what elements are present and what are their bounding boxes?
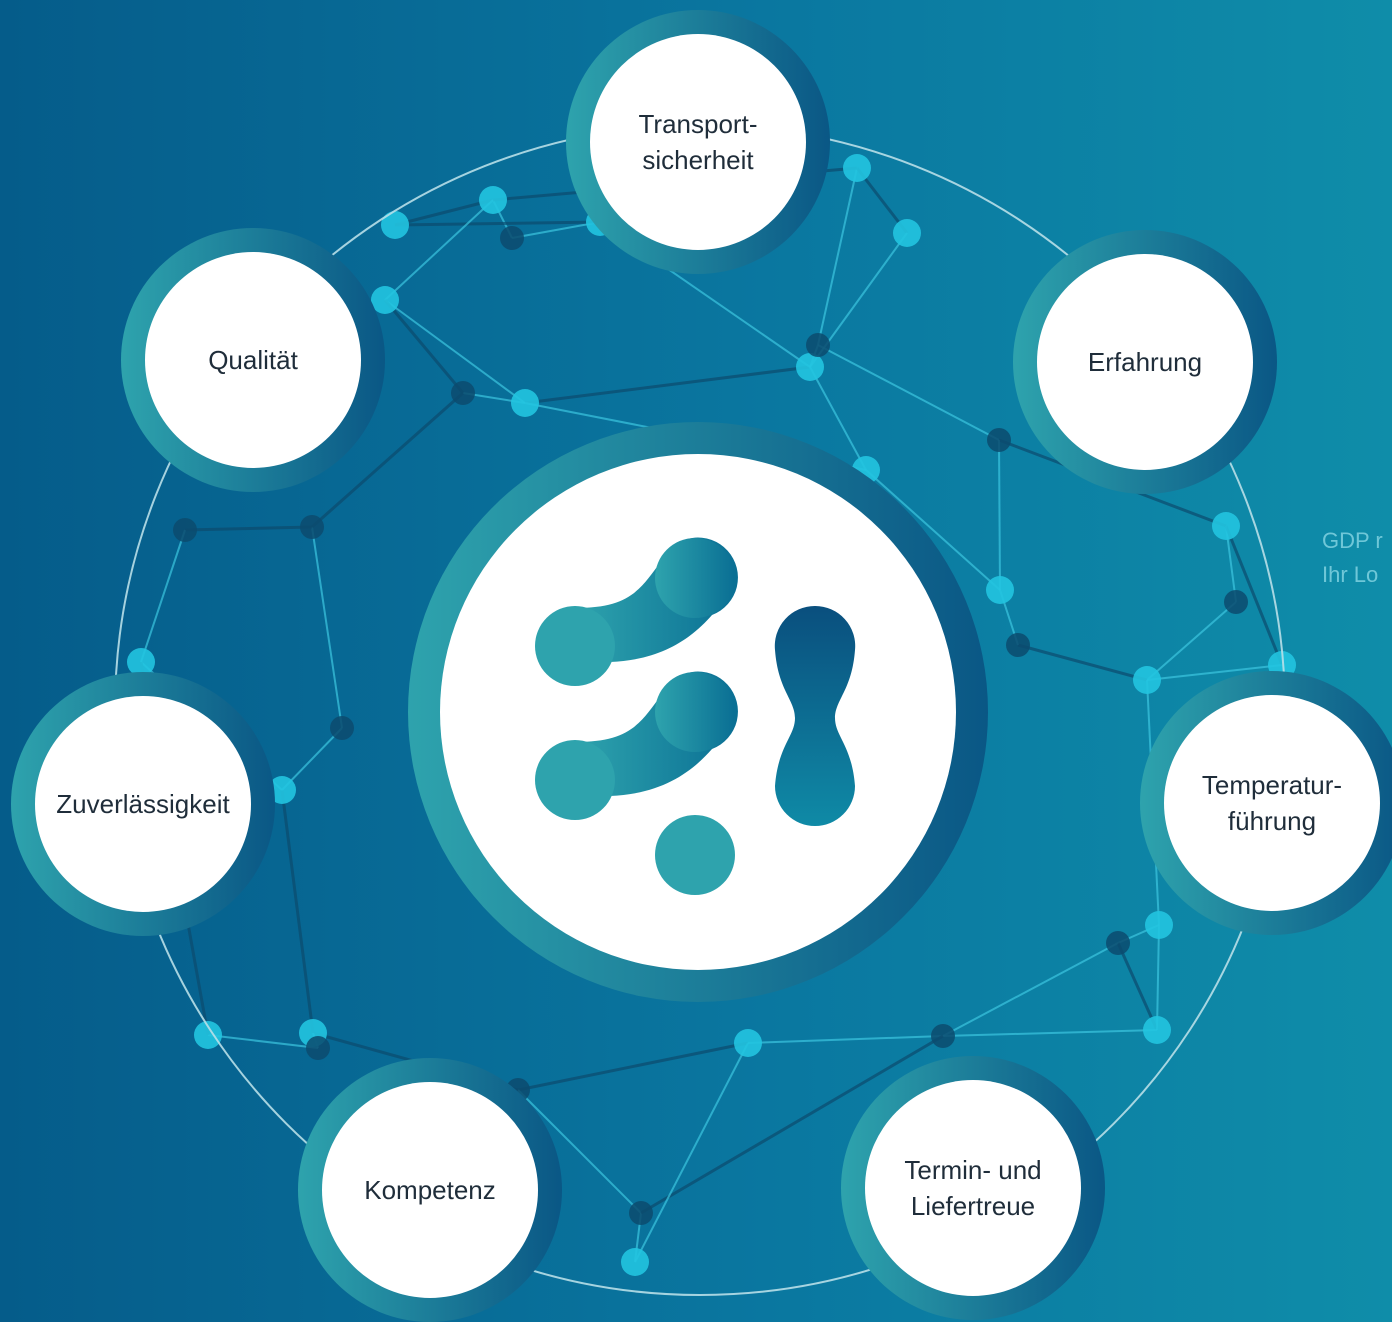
network-edge	[1017, 643, 1148, 682]
network-edge	[517, 1041, 749, 1092]
network-dot	[173, 518, 197, 542]
network-dot	[796, 353, 824, 381]
network-dot	[127, 648, 155, 676]
network-edge	[1156, 924, 1160, 1031]
node-disc	[145, 252, 361, 468]
node-qualitaet: Qualität	[121, 228, 385, 492]
network-dot	[629, 1201, 653, 1225]
network-edge	[383, 299, 465, 394]
node-disc	[1164, 695, 1380, 911]
network-edge	[809, 366, 867, 471]
network-dot	[306, 1036, 330, 1060]
network-edge	[511, 221, 601, 239]
node-label: sicherheit	[642, 145, 754, 175]
side-caption-line-1: GDP r	[1322, 528, 1383, 553]
network-edge	[1224, 525, 1284, 666]
node-label: Termin- und	[904, 1155, 1041, 1185]
network-dot	[500, 226, 524, 250]
network-edge	[865, 469, 1001, 591]
network-edge	[280, 789, 315, 1034]
network-edge	[998, 439, 1001, 591]
node-label: Qualität	[208, 345, 298, 375]
node-transport: Transport-sicherheit	[566, 10, 830, 274]
node-label: Erfahrung	[1088, 347, 1202, 377]
network-dot	[381, 211, 409, 239]
network-edge	[634, 1042, 749, 1263]
node-disc	[590, 34, 806, 250]
network-dot	[194, 1021, 222, 1049]
network-edge	[384, 199, 494, 301]
network-logo-icon	[535, 537, 856, 895]
network-dot	[931, 1024, 955, 1048]
node-kompetenz: Kompetenz	[298, 1058, 562, 1322]
network-dot	[1224, 590, 1248, 614]
node-disc	[865, 1080, 1081, 1296]
node-label: Temperatur-	[1202, 770, 1342, 800]
network-edge	[747, 1035, 944, 1044]
network-edge	[817, 344, 1000, 441]
network-edge	[207, 1034, 319, 1049]
side-caption: GDP r Ihr Lo	[1322, 524, 1392, 592]
network-dot	[1212, 512, 1240, 540]
network-dot	[1106, 931, 1130, 955]
network-dot	[300, 515, 324, 539]
network-dot	[806, 333, 830, 357]
network-dot	[451, 381, 475, 405]
node-disc	[322, 1082, 538, 1298]
network-dot	[734, 1029, 762, 1057]
network-edge	[394, 220, 601, 227]
network-edge	[942, 942, 1119, 1037]
network-dot	[987, 428, 1011, 452]
node-label: Transport-	[639, 109, 758, 139]
network-dot	[986, 576, 1014, 604]
node-zuverlaessigkeit: Zuverlässigkeit	[11, 672, 275, 936]
network-edge	[384, 299, 526, 404]
side-caption-line-2: Ihr Lo	[1322, 562, 1379, 587]
network-dot	[621, 1248, 649, 1276]
network-edge	[140, 529, 186, 663]
node-disc	[1037, 254, 1253, 470]
network-dot	[1006, 633, 1030, 657]
network-edge	[1146, 601, 1237, 681]
node-temperatur: Temperatur-führung	[1140, 671, 1392, 935]
network-dot	[268, 776, 296, 804]
center-hub	[408, 422, 988, 1002]
network-dot	[1145, 911, 1173, 939]
network-dot	[330, 716, 354, 740]
network-dot	[843, 154, 871, 182]
network-dot	[371, 286, 399, 314]
network-dot	[1143, 1016, 1171, 1044]
network-edge	[311, 526, 343, 729]
network-dot	[511, 389, 539, 417]
network-edge	[817, 167, 858, 346]
node-label: Liefertreue	[911, 1191, 1035, 1221]
network-edge	[281, 727, 343, 791]
network-edge	[517, 1089, 642, 1214]
network-dot	[893, 219, 921, 247]
network-edge	[184, 525, 313, 532]
network-edge	[524, 365, 811, 405]
network-dot	[1133, 666, 1161, 694]
node-label: Zuverlässigkeit	[56, 789, 230, 819]
network-edge	[640, 1034, 944, 1215]
network-edge	[394, 198, 494, 227]
node-erfahrung: Erfahrung	[1013, 230, 1277, 494]
network-edge	[1146, 664, 1283, 681]
network-edge	[942, 1029, 1158, 1037]
node-label: Kompetenz	[364, 1175, 496, 1205]
network-edge	[1116, 942, 1159, 1031]
network-dot	[479, 186, 507, 214]
network-edge	[311, 391, 464, 529]
node-disc	[35, 696, 251, 912]
node-label: führung	[1228, 806, 1316, 836]
